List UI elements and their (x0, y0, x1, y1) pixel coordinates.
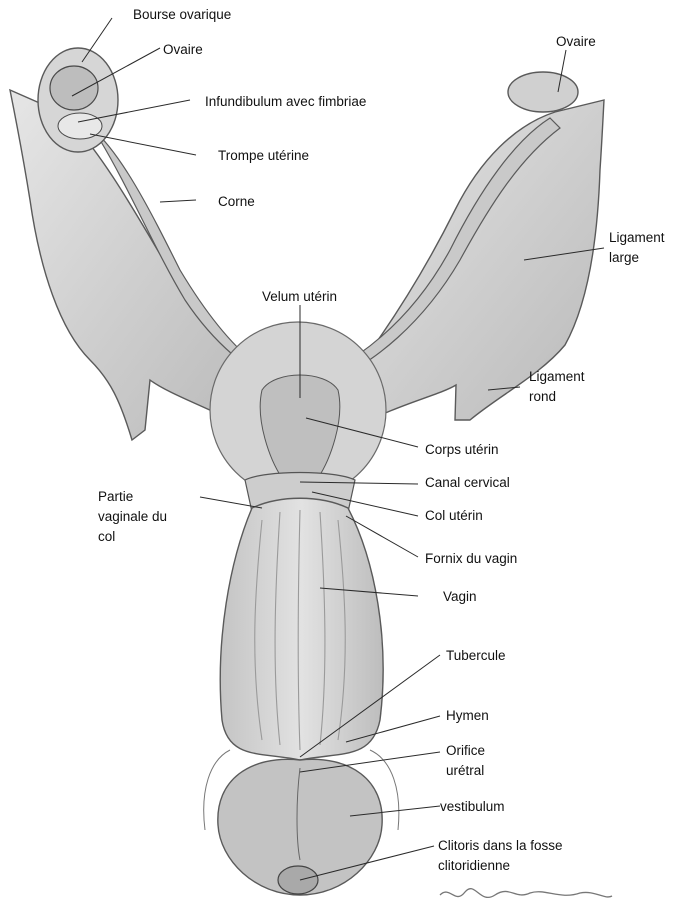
label-ligament-large-line1: Ligament (609, 228, 665, 248)
label-ovaire-left: Ovaire (163, 40, 203, 60)
label-fornix-vagin: Fornix du vagin (425, 549, 517, 569)
label-clitoris: Clitoris dans la fosse clitoridienne (438, 836, 563, 876)
label-trompe-uterine: Trompe utérine (218, 146, 309, 166)
label-clitoris-line1: Clitoris dans la fosse (438, 836, 563, 856)
label-vestibulum: vestibulum (440, 797, 505, 817)
label-clitoris-line2: clitoridienne (438, 856, 563, 876)
artist-signature (440, 889, 612, 898)
label-bourse-ovarique: Bourse ovarique (133, 5, 231, 25)
label-infundibulum: Infundibulum avec fimbriae (205, 92, 366, 112)
label-partie-vaginale-line2: vaginale du (98, 507, 167, 527)
label-orifice-uretral-line2: urétral (446, 761, 485, 781)
right-ovary (508, 72, 578, 112)
label-ligament-large-line2: large (609, 248, 665, 268)
label-corps-uterin: Corps utérin (425, 440, 499, 460)
label-ligament-rond: Ligament rond (529, 367, 585, 407)
label-canal-cervical: Canal cervical (425, 473, 510, 493)
label-corne: Corne (218, 192, 255, 212)
label-orifice-uretral-line1: Orifice (446, 741, 485, 761)
label-hymen: Hymen (446, 706, 489, 726)
vagina (220, 498, 383, 760)
label-ligament-large: Ligament large (609, 228, 665, 268)
label-velum-uterin: Velum utérin (262, 287, 337, 307)
label-ovaire-right: Ovaire (556, 32, 596, 52)
label-ligament-rond-line2: rond (529, 387, 585, 407)
label-partie-vaginale-line1: Partie (98, 487, 167, 507)
label-tubercule: Tubercule (446, 646, 506, 666)
clitoral-fossa (278, 866, 318, 894)
label-ligament-rond-line1: Ligament (529, 367, 585, 387)
label-col-uterin: Col utérin (425, 506, 483, 526)
left-ovary (50, 66, 98, 110)
label-orifice-uretral: Orifice urétral (446, 741, 485, 781)
label-vagin: Vagin (443, 587, 477, 607)
label-partie-vaginale-line3: col (98, 527, 167, 547)
label-partie-vaginale: Partie vaginale du col (98, 487, 167, 547)
